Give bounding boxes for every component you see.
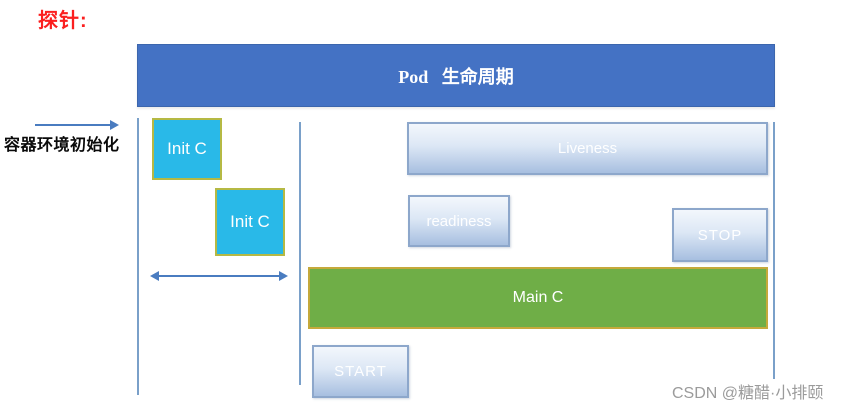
timeline-line-middle <box>299 122 301 385</box>
container-env-init-label: 容器环境初始化 <box>4 137 120 154</box>
init-container-2-box: Init C <box>215 188 285 256</box>
stop-box: STOP <box>672 208 768 262</box>
double-headed-arrow-icon <box>150 271 288 281</box>
readiness-probe-box: readiness <box>408 195 510 247</box>
start-box: START <box>312 345 409 398</box>
diagram-header: Pod 生命周期 <box>137 44 775 107</box>
page-title: 探针: <box>38 10 88 32</box>
init-container-1-box: Init C <box>152 118 222 180</box>
right-arrow-icon <box>35 120 119 130</box>
liveness-probe-box: Liveness <box>407 122 768 175</box>
timeline-line-right <box>773 122 775 379</box>
timeline-line-left <box>137 118 139 395</box>
csdn-watermark: CSDN @糖醋·小排颐 <box>672 385 824 402</box>
main-container-box: Main C <box>308 267 768 329</box>
